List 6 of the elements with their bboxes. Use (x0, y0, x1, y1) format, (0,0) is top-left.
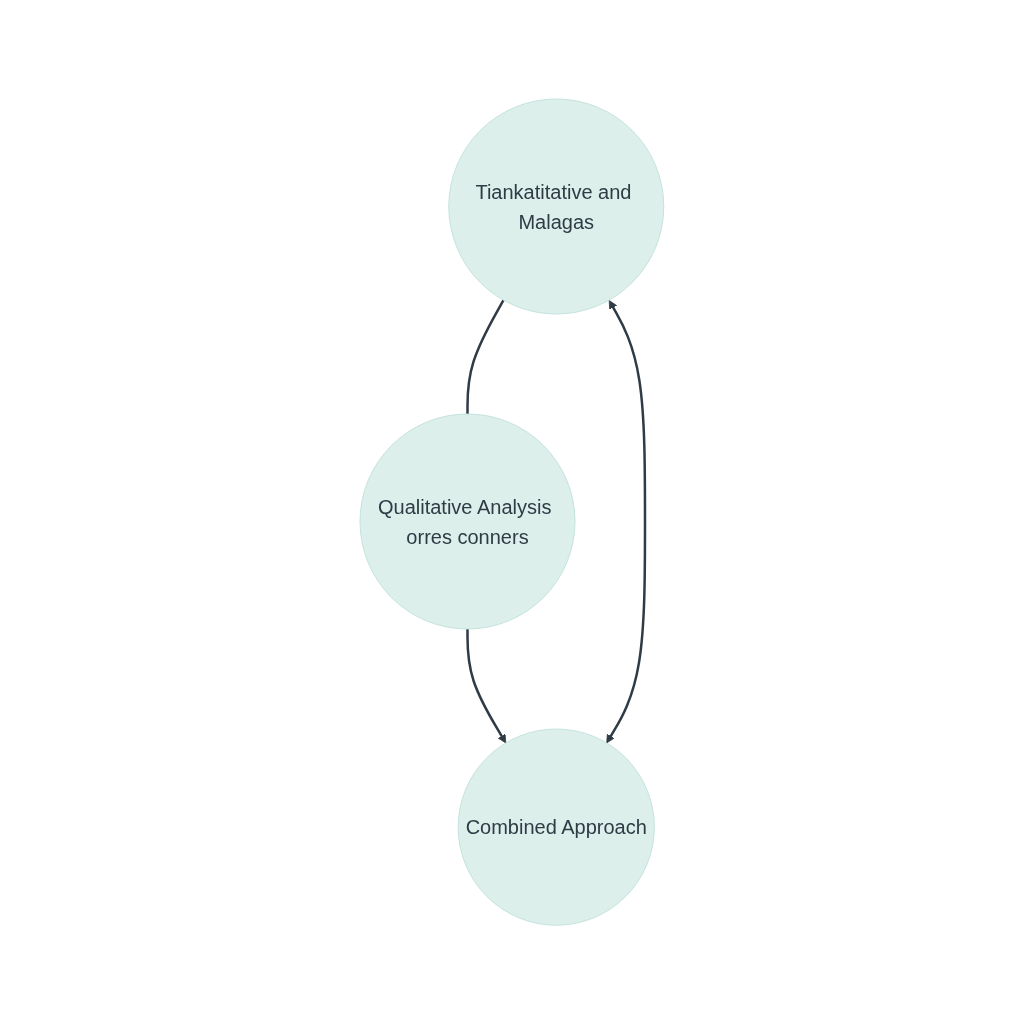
node-circle: Tiankatitative and Malagas (448, 98, 665, 315)
connector (466, 299, 505, 414)
node-circle: Qualitative Analysis orres conners (359, 413, 576, 630)
arrow (606, 300, 647, 744)
arrow (466, 628, 507, 744)
node-circle: Combined Approach (457, 728, 655, 926)
